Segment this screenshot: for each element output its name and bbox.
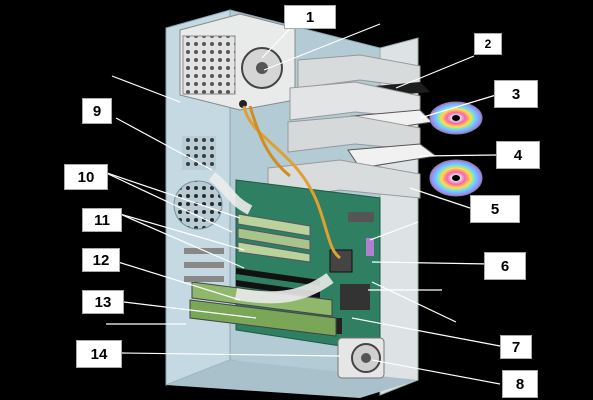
label-5: 5 bbox=[470, 195, 520, 223]
label-1: 1 bbox=[284, 5, 336, 29]
leader-lines bbox=[103, 17, 501, 385]
label-2: 2 bbox=[474, 33, 502, 55]
drive-bays bbox=[267, 54, 438, 201]
label-13: 13 bbox=[82, 290, 124, 314]
label-7: 7 bbox=[500, 335, 532, 359]
label-8: 8 bbox=[502, 370, 538, 398]
cd-disc-bottom-icon bbox=[429, 159, 483, 197]
label-9: 9 bbox=[82, 98, 112, 124]
label-6: 6 bbox=[484, 252, 526, 280]
case-bottom bbox=[166, 360, 418, 398]
label-12: 12 bbox=[82, 248, 120, 272]
label-10: 10 bbox=[64, 164, 108, 190]
pci-card bbox=[189, 299, 337, 337]
label-14: 14 bbox=[76, 340, 122, 368]
label-4: 4 bbox=[496, 141, 540, 169]
cpu-fan-grill-icon bbox=[173, 180, 223, 230]
cd-disc-top-icon bbox=[429, 101, 483, 135]
label-11: 11 bbox=[82, 208, 122, 232]
speaker-icon bbox=[337, 337, 385, 379]
power-supply bbox=[179, 13, 296, 111]
label-3: 3 bbox=[494, 80, 538, 108]
